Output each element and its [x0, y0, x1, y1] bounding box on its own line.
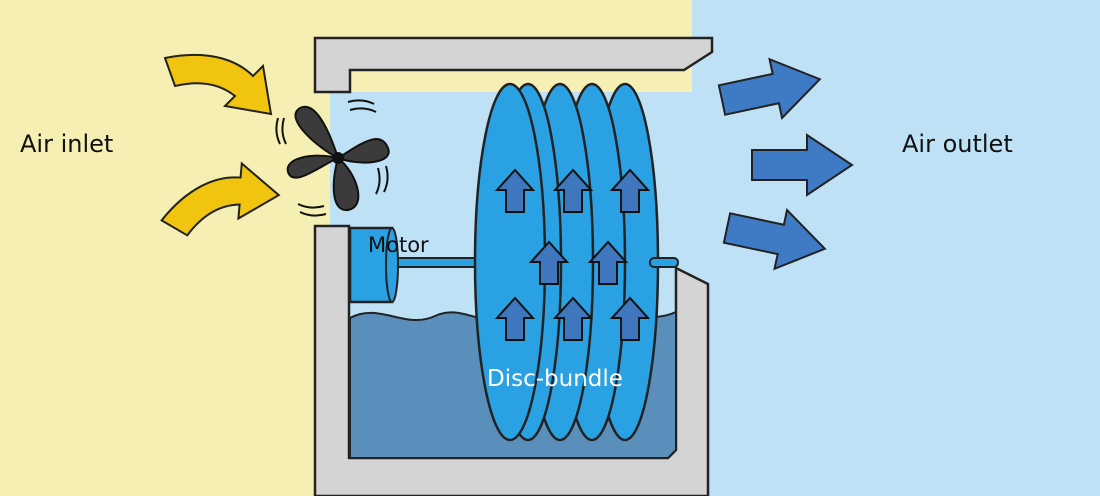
disc-bundle-label: Disc-bundle [487, 366, 623, 392]
housing-lid [313, 36, 714, 94]
inlet-background [0, 0, 330, 496]
motor-face [385, 227, 399, 303]
disc-bundle [473, 82, 660, 442]
shaft-end [649, 257, 679, 268]
air-outlet-label: Air outlet [902, 130, 1013, 158]
air-inlet-label: Air inlet [20, 130, 113, 158]
motor-label: Motor [368, 233, 429, 257]
fan-icon [275, 99, 390, 217]
